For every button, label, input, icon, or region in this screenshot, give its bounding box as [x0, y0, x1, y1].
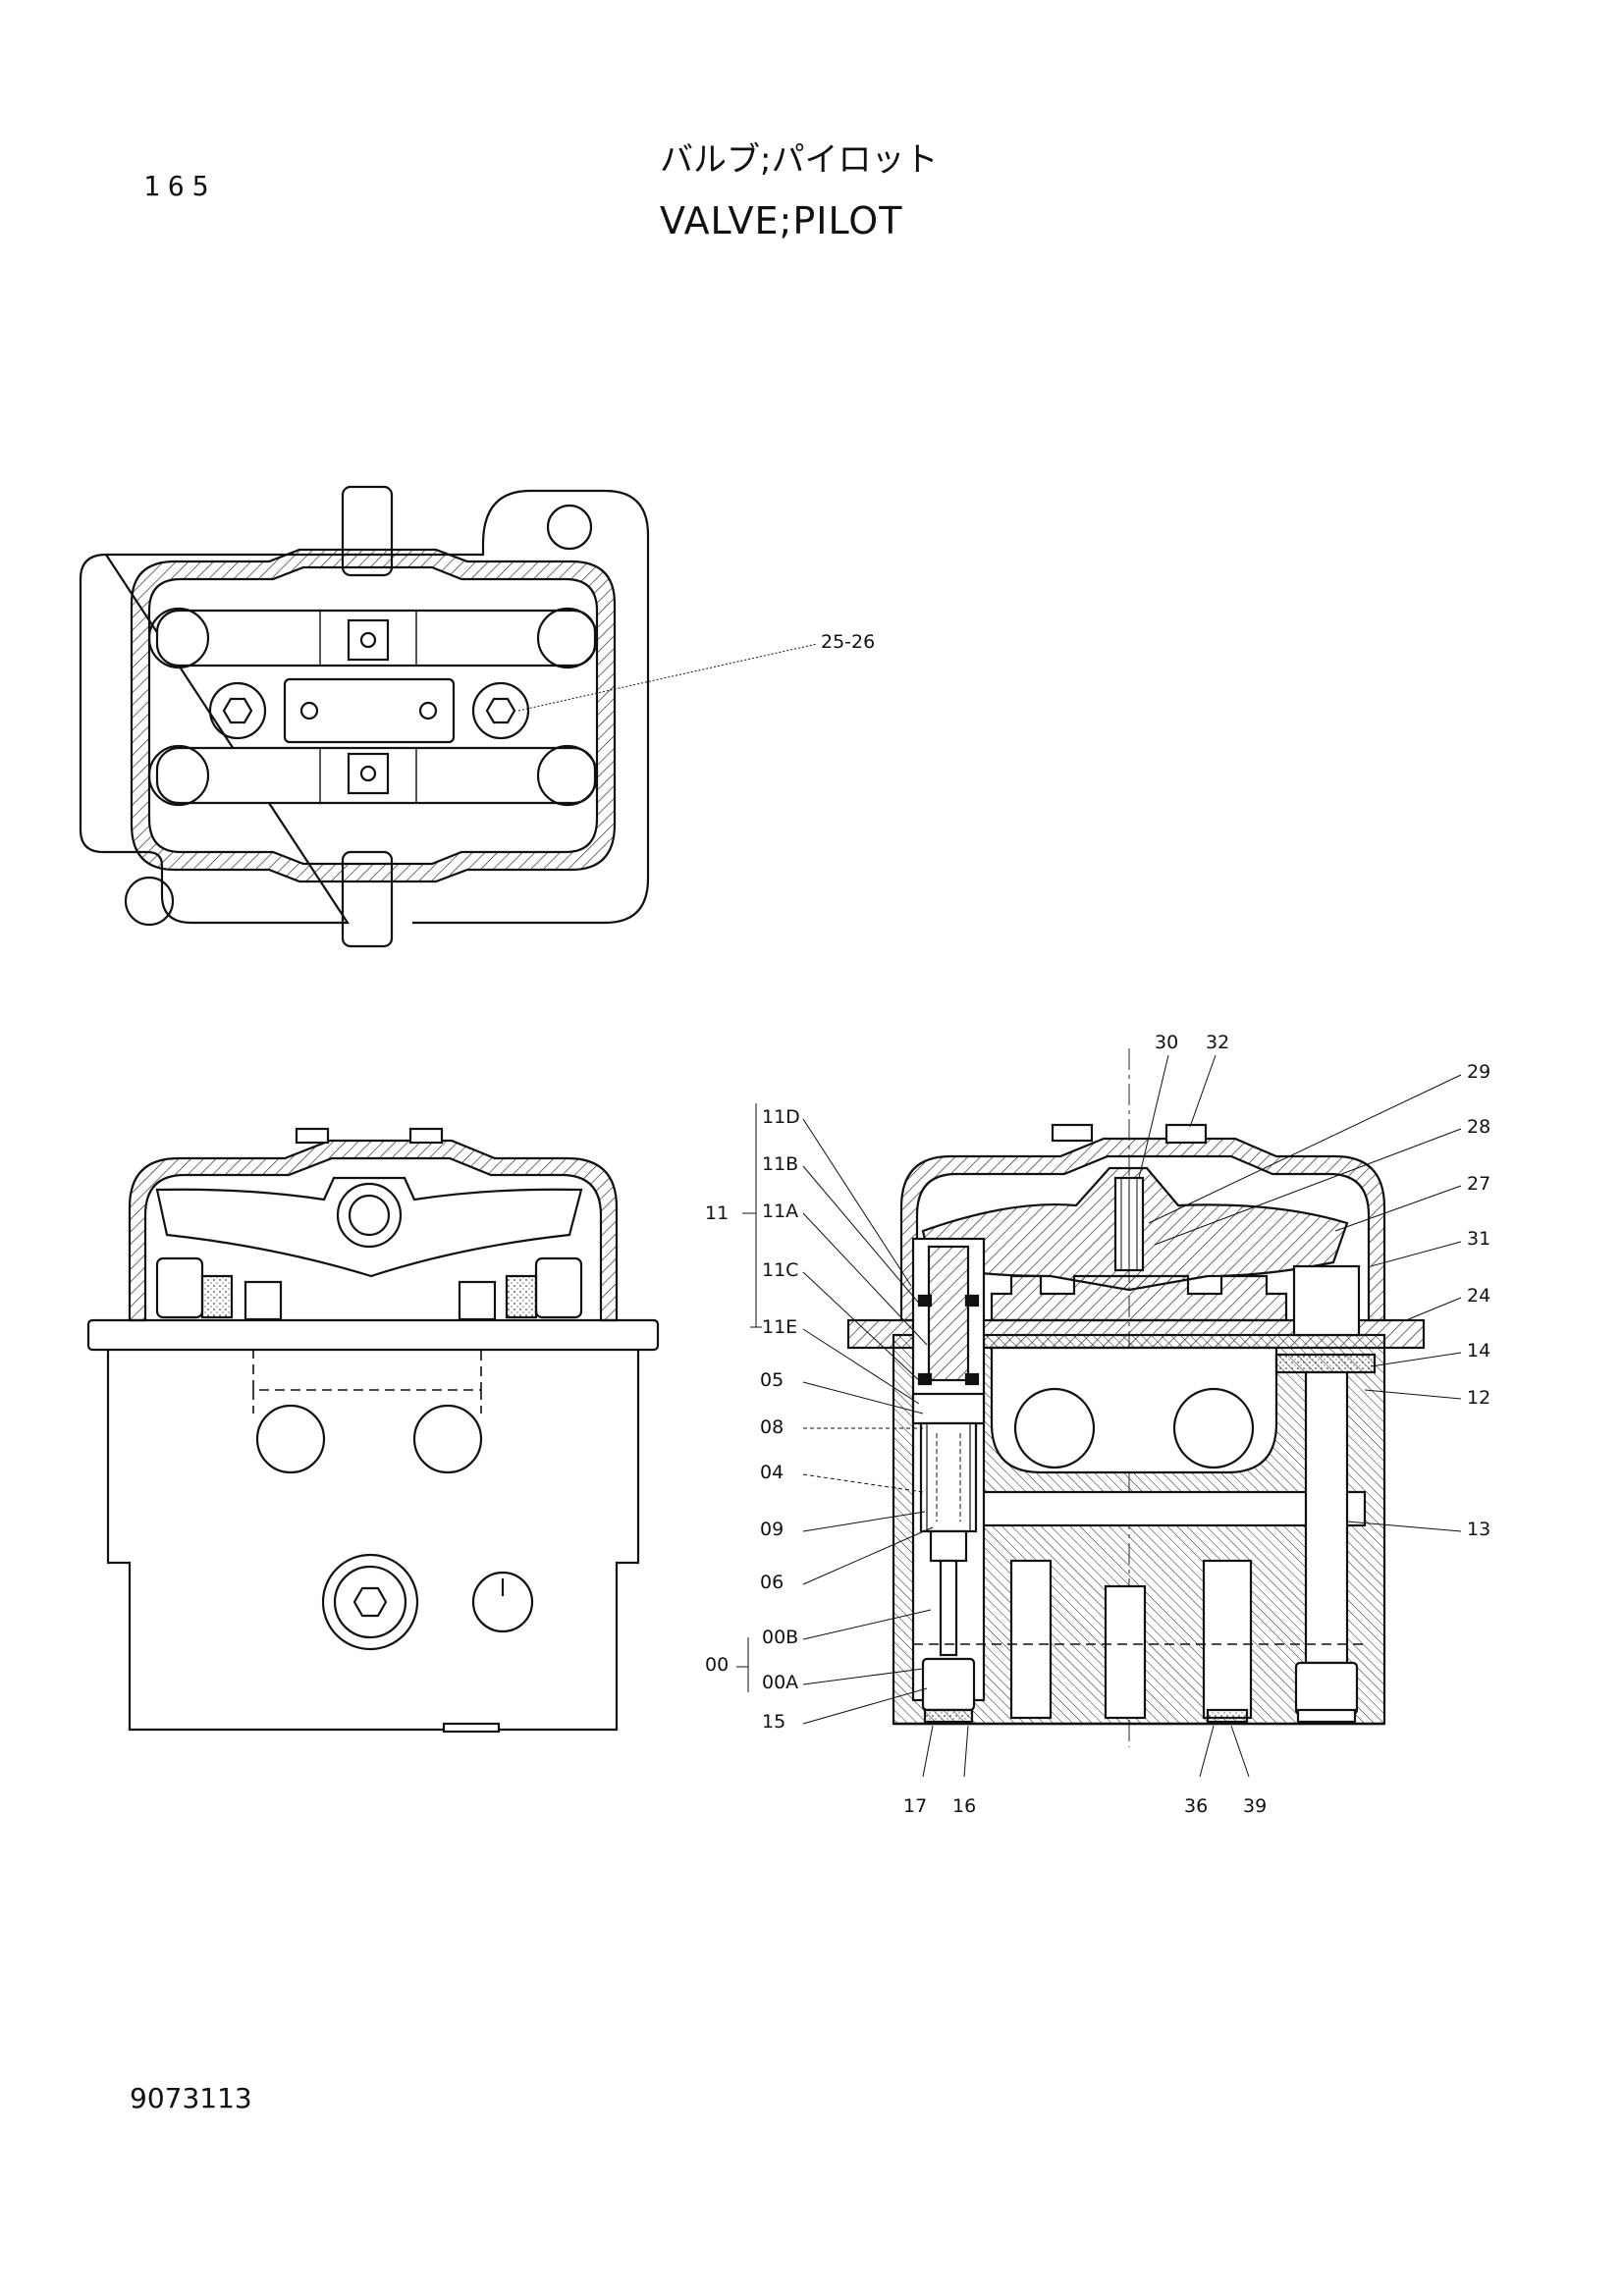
callout-16: 16	[952, 1795, 976, 1817]
callout-29: 29	[1467, 1061, 1490, 1083]
callout-04: 04	[760, 1462, 784, 1483]
title-english: VALVE;PILOT	[660, 199, 903, 242]
top-view	[79, 485, 818, 948]
callout-05: 05	[760, 1369, 784, 1391]
callout-24: 24	[1467, 1285, 1490, 1307]
callout-31: 31	[1467, 1228, 1490, 1250]
section-callouts: 30 32 29 28 27 31 24 14 12 13 11D 11B 11…	[705, 1032, 1490, 1817]
callout-12: 12	[1467, 1387, 1490, 1409]
page-number: 165	[143, 170, 217, 202]
callout-11B: 11B	[762, 1153, 798, 1175]
callout-13: 13	[1467, 1519, 1490, 1540]
callout-08: 08	[760, 1416, 784, 1438]
section-view	[846, 1048, 1426, 1747]
callout-30: 30	[1155, 1032, 1178, 1053]
callout-00B: 00B	[762, 1627, 798, 1648]
callout-15: 15	[762, 1711, 785, 1733]
callout-11A: 11A	[762, 1201, 798, 1222]
front-view	[86, 1127, 660, 1734]
callout-32: 32	[1206, 1032, 1229, 1053]
callout-00: 00	[705, 1654, 729, 1676]
callout-09: 09	[760, 1519, 784, 1540]
callout-28: 28	[1467, 1116, 1490, 1138]
callout-14: 14	[1467, 1340, 1490, 1362]
drawing-number: 9073113	[130, 2082, 252, 2114]
callout-11E: 11E	[762, 1316, 797, 1338]
callout-25-26: 25-26	[821, 631, 875, 653]
callout-11: 11	[705, 1202, 729, 1224]
callout-39: 39	[1243, 1795, 1267, 1817]
callout-11C: 11C	[762, 1259, 798, 1281]
callout-36: 36	[1184, 1795, 1208, 1817]
callout-leaders	[736, 1054, 1462, 1778]
callout-11D: 11D	[762, 1106, 800, 1128]
callout-00A: 00A	[762, 1672, 798, 1693]
title-japanese: バルブ;パイロット	[660, 140, 939, 180]
callout-17: 17	[903, 1795, 927, 1817]
callout-06: 06	[760, 1572, 784, 1593]
callout-27: 27	[1467, 1173, 1490, 1195]
